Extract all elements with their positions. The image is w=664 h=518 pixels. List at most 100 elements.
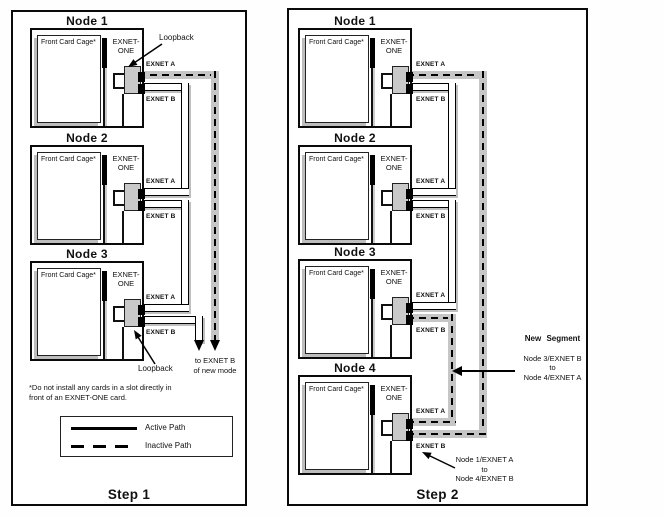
callout-line2: to [481, 464, 488, 474]
card-label-line2: ONE [117, 279, 135, 288]
exnet-a-label: EXNET A [146, 178, 176, 185]
card-slot-bar [102, 38, 107, 68]
node-title: Node 1 [66, 14, 108, 28]
exnet-b-port [406, 431, 413, 441]
cable-inactive-node1a-horizontal [138, 71, 219, 79]
node-title: Node 3 [66, 247, 108, 261]
loopback-label-bottom: Loopback [138, 364, 173, 373]
card-edge-line [103, 185, 105, 243]
exnet-b-label: EXNET B [416, 327, 446, 334]
exnet-b-label: EXNET B [416, 443, 446, 450]
exnet-b-label: EXNET B [416, 96, 446, 103]
exnet-b-port [406, 315, 413, 325]
card-slot-bar [370, 38, 375, 68]
active-exit-arrow [194, 340, 204, 351]
loopback-arrow-top [128, 43, 163, 67]
cage-label: Front Card Cage* [41, 272, 96, 279]
active-path-line [71, 427, 137, 430]
exit-caption-line2: of new mode [193, 365, 237, 375]
front-card-cage: Front Card Cage* [305, 152, 369, 240]
card-slot-bar [370, 155, 375, 185]
node-box: Node 3 Front Card Cage* EXNET-ONE [298, 245, 413, 359]
new-segment-title: New Segment [524, 334, 581, 343]
active-path-label: Active Path [145, 423, 186, 432]
exnet-one-card-label: EXNET-ONE [108, 270, 144, 288]
step1-label: Step 1 [107, 487, 151, 502]
new-segment-line1: Node 3/EXNET B [523, 353, 582, 363]
card-edge-line [103, 301, 105, 359]
new-segment-line3: Node 4/EXNET A [523, 372, 582, 382]
exnet-b-label: EXNET B [146, 213, 176, 220]
cable-active-node3a [407, 302, 456, 310]
cable-active-node2a [407, 188, 456, 196]
exnet-one-card-label: EXNET-ONE [376, 37, 412, 55]
footnote-line2: front of an EXNET-ONE card. [29, 392, 127, 402]
card-edge-line [371, 185, 373, 243]
exnet-a-port [138, 72, 145, 82]
card-label-line1: EXNET- [112, 270, 140, 279]
card-edge-line2 [390, 94, 392, 127]
node-title: Node 2 [66, 131, 108, 145]
card-label-line1: EXNET- [112, 154, 140, 163]
new-segment-line2: to [549, 363, 556, 372]
node-title: Node 1 [334, 14, 376, 28]
cable-newsegment-node4a [407, 418, 456, 426]
card-label-line1: EXNET- [380, 268, 408, 277]
cable-active-node3b-horizontal [138, 316, 203, 324]
exnet-one-card-label: EXNET-ONE [108, 37, 144, 55]
card-label-line2: ONE [117, 46, 135, 55]
cable-active-node1b [407, 83, 456, 91]
card-edge-line [371, 299, 373, 357]
cage-label: Front Card Cage* [309, 156, 364, 163]
footnote: *Do not install any cards in a slot dire… [29, 383, 172, 402]
exnet-b-port [406, 201, 413, 211]
front-card-cage: Front Card Cage* [305, 382, 369, 470]
callout-line3: Node 4/EXNET B [455, 474, 514, 483]
callout-line1: Node 1/EXNET A [455, 455, 514, 464]
node-title: Node 4 [334, 361, 376, 375]
exnet-one-card-label: EXNET-ONE [108, 154, 144, 172]
callout-arrow [422, 452, 456, 469]
cage-label: Front Card Cage* [309, 270, 364, 277]
cable-active-node1b-node2a [181, 83, 189, 196]
inactive-path-label: Inactive Path [145, 441, 192, 450]
node-box: Node 2 Front Card Cage* EXNET-ONE [30, 131, 145, 245]
card-edge-line [371, 415, 373, 473]
loopback-label-top: Loopback [159, 33, 194, 42]
exnet-a-label: EXNET A [146, 61, 176, 68]
exnet-b-port [138, 317, 145, 327]
card-edge-line2 [122, 211, 124, 244]
card-slot-bar [370, 269, 375, 299]
card-slot-bar [102, 155, 107, 185]
card-edge-line2 [390, 325, 392, 358]
card-edge-line2 [390, 441, 392, 474]
exnet-b-port [138, 84, 145, 94]
cable-inactive-node1a-vertical [211, 71, 219, 342]
node1a-node4b-callout: Node 1/EXNET A to Node 4/EXNET B [437, 455, 532, 484]
exnet-a-port [406, 72, 413, 82]
exnet-one-card-label: EXNET-ONE [376, 268, 412, 286]
card-edge-line [103, 68, 105, 126]
card-slot-bar [370, 385, 375, 415]
exnet-a-label: EXNET A [416, 408, 446, 415]
node-box: Node 3 Front Card Cage* EXNET-ONE [30, 247, 145, 361]
exnet-a-port [138, 305, 145, 315]
cable-newsegment-node3b [407, 314, 456, 322]
exnet-a-label: EXNET A [146, 294, 176, 301]
cable-active-node3a [138, 304, 189, 312]
front-card-cage: Front Card Cage* [37, 152, 101, 240]
card-edge-line2 [122, 327, 124, 360]
node-title: Node 3 [334, 245, 376, 259]
front-card-cage: Front Card Cage* [305, 266, 369, 354]
footnote-line1: *Do not install any cards in a slot dire… [29, 383, 172, 392]
inactive-exit-arrow [210, 340, 220, 351]
front-card-cage: Front Card Cage* [37, 35, 101, 123]
new-segment-annotation: New Segment Node 3/EXNET B to Node 4/EXN… [505, 334, 600, 382]
front-card-cage: Front Card Cage* [37, 268, 101, 356]
cable-inactive-node1a-node4b-bottom [407, 430, 487, 438]
cable-active-node2b-node3a [181, 200, 189, 312]
new-segment-arrow-head [452, 366, 462, 376]
exnet-one-card-label: EXNET-ONE [376, 154, 412, 172]
node-box: Node 4 Front Card Cage* EXNET-ONE [298, 361, 413, 475]
